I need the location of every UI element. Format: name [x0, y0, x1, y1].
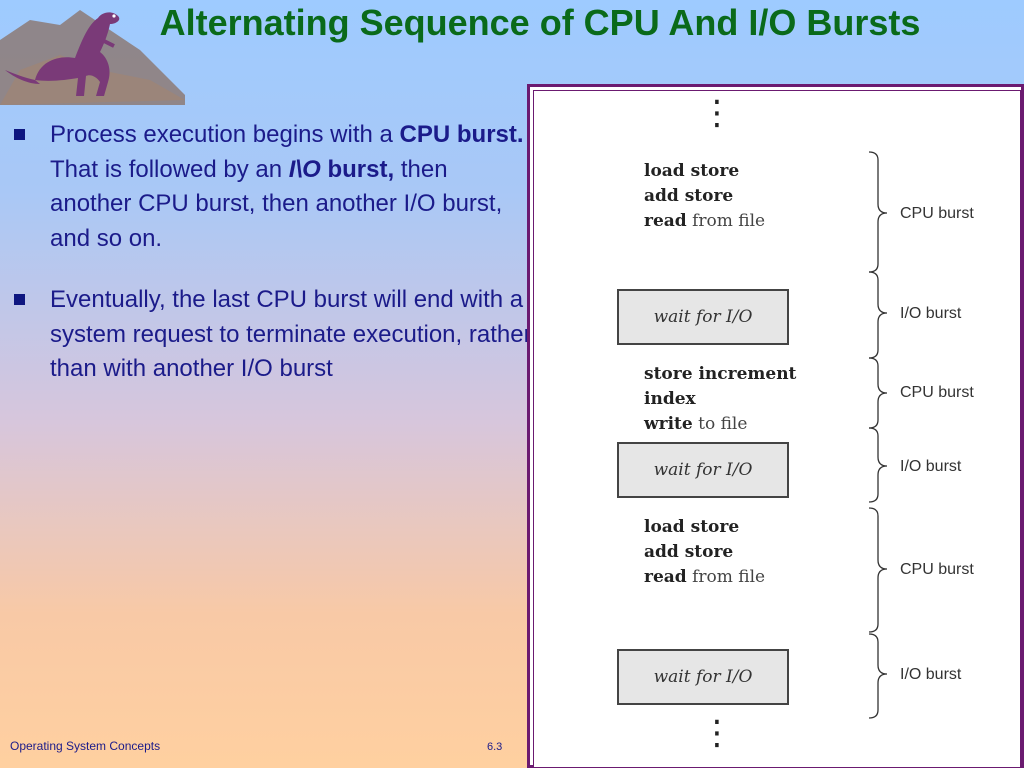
code-line: load store — [644, 517, 740, 537]
bullet-emphasis: burst, — [320, 155, 395, 183]
page-title: Alternating Sequence of CPU And I/O Burs… — [159, 2, 921, 43]
burst-label: I/O burst — [900, 305, 962, 322]
bullet-text: Process execution begins with a — [50, 121, 400, 148]
wait-io-box: wait for I/O — [617, 649, 789, 705]
footer-course: Operating System Concepts — [10, 739, 161, 753]
bullet-text: Eventually, the last CPU burst will end … — [50, 286, 532, 382]
bullet-square-icon — [14, 129, 25, 140]
burst-label: CPU burst — [900, 205, 974, 222]
bullet-item: Eventually, the last CPU burst will end … — [14, 283, 534, 387]
code-line: write to file — [644, 414, 748, 434]
bullet-item: Process execution begins with a CPU burs… — [14, 118, 534, 256]
bullet-text: That is followed by an — [50, 155, 289, 183]
page-number: 6.3 — [487, 741, 503, 753]
bullet-text: then another CPU burst, then another I/O… — [50, 155, 503, 252]
code-line: index — [644, 389, 696, 409]
code-line: add store — [644, 542, 734, 562]
brace-icon — [868, 151, 888, 273]
code-line: load store — [644, 161, 740, 181]
brace-icon — [868, 507, 888, 633]
wait-io-box: wait for I/O — [617, 442, 789, 498]
burst-label: I/O burst — [900, 458, 962, 475]
code-line: read from file — [644, 211, 766, 231]
bullet-emphasis-italic: I\O — [288, 155, 321, 183]
brace-icon — [868, 427, 888, 503]
code-line: store increment — [644, 364, 797, 384]
code-line: add store — [644, 186, 734, 206]
code-line: read from file — [644, 567, 766, 587]
brace-icon — [868, 357, 888, 429]
ellipsis-top-icon: ⋮ — [700, 93, 734, 133]
brace-icon — [868, 271, 888, 359]
bullet-list: Process execution begins with a CPU burs… — [14, 118, 534, 414]
bullet-emphasis: CPU burst. — [399, 121, 524, 148]
wait-io-box: wait for I/O — [617, 289, 789, 345]
dinosaur-logo — [0, 10, 185, 105]
burst-label: CPU burst — [900, 561, 974, 578]
ellipsis-bottom-icon: ⋮ — [700, 713, 734, 753]
bullet-square-icon — [14, 294, 25, 305]
burst-label: CPU burst — [900, 384, 974, 401]
burst-label: I/O burst — [900, 666, 962, 683]
brace-icon — [868, 633, 888, 719]
